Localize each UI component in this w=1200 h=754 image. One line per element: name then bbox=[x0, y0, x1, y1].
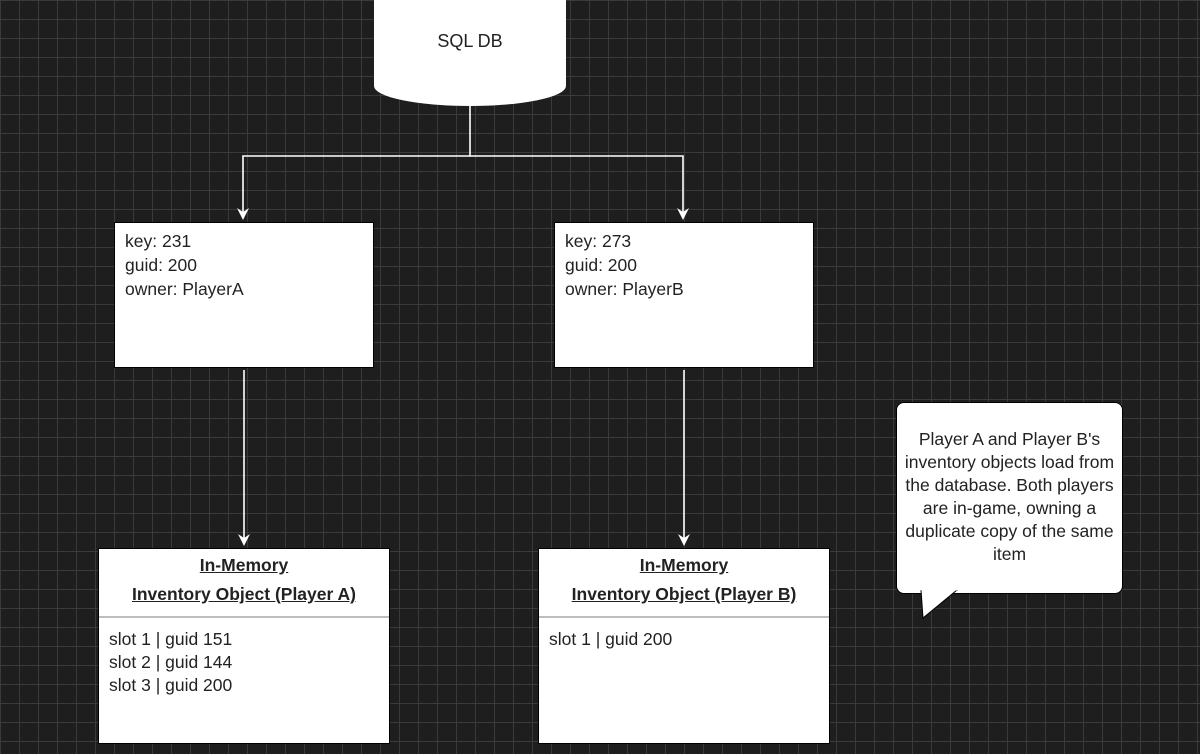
sql-db-label: SQL DB bbox=[437, 30, 503, 51]
inventory-a-slot-3: slot 3 | guid 200 bbox=[109, 675, 233, 695]
inventory-a-slots: slot 1 | guid 151 slot 2 | guid 144 slot… bbox=[99, 618, 389, 707]
callout-tail bbox=[920, 590, 958, 620]
inventory-b-slot-1: slot 1 | guid 200 bbox=[549, 629, 673, 649]
inventory-box-player-a[interactable]: In-Memory Inventory Object (Player A) sl… bbox=[98, 548, 390, 744]
record-box-player-b[interactable]: key: 273 guid: 200 owner: PlayerB bbox=[554, 222, 814, 368]
inventory-a-title-line2: Inventory Object (Player A) bbox=[132, 584, 356, 604]
inventory-a-slot-1: slot 1 | guid 151 bbox=[109, 629, 233, 649]
inventory-a-title-line1: In-Memory bbox=[199, 555, 289, 575]
inventory-b-title-line2: Inventory Object (Player B) bbox=[571, 584, 797, 604]
record-a-owner: owner: PlayerA bbox=[125, 279, 244, 299]
inventory-box-player-b[interactable]: In-Memory Inventory Object (Player B) sl… bbox=[538, 548, 830, 744]
inventory-b-title-line1: In-Memory bbox=[639, 555, 729, 575]
record-a-key: key: 231 bbox=[125, 231, 192, 251]
db-to-record-b-connector bbox=[470, 155, 689, 220]
record-b-owner: owner: PlayerB bbox=[565, 279, 684, 299]
inventory-b-header: In-Memory Inventory Object (Player B) bbox=[539, 549, 829, 618]
callout-note[interactable]: Player A and Player B's inventory object… bbox=[896, 402, 1123, 594]
inventory-a-slot-2: slot 2 | guid 144 bbox=[109, 652, 233, 672]
record-box-player-a[interactable]: key: 231 guid: 200 owner: PlayerA bbox=[114, 222, 374, 368]
callout-note-text: Player A and Player B's inventory object… bbox=[904, 429, 1115, 564]
record-b-guid: guid: 200 bbox=[565, 255, 638, 275]
db-to-record-a-connector bbox=[237, 106, 471, 220]
inventory-a-header: In-Memory Inventory Object (Player A) bbox=[99, 549, 389, 618]
record-a-guid: guid: 200 bbox=[125, 255, 198, 275]
sql-db-node[interactable]: SQL DB bbox=[374, 0, 566, 106]
inventory-b-slots: slot 1 | guid 200 bbox=[539, 618, 829, 661]
record-b-key: key: 273 bbox=[565, 231, 632, 251]
